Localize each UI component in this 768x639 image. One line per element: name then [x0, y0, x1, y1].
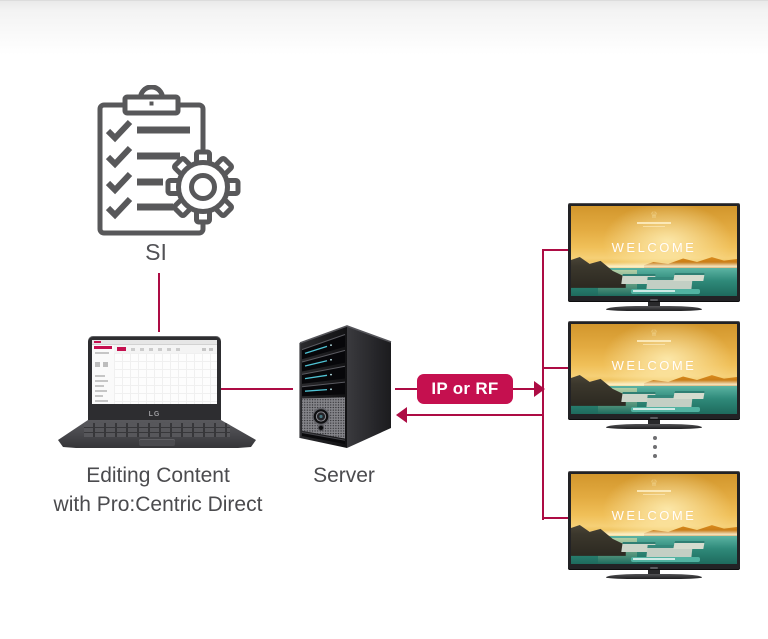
- editor-caption-line1: Editing Content: [86, 464, 230, 487]
- editor-canvas-grid: [114, 353, 217, 404]
- laptop-illustration: LG: [58, 332, 256, 450]
- laptop-keyboard: [84, 423, 230, 437]
- crown-icon: ♛: [649, 327, 659, 338]
- branch-connector-3: [544, 517, 570, 519]
- editor-sidebar: [92, 345, 115, 404]
- resort-building: [673, 391, 705, 400]
- tv-stand-base: [606, 424, 702, 429]
- tv-stand-neck: [648, 570, 660, 575]
- top-gradient-band: [0, 0, 768, 55]
- tv-3: ♛ WELCOME: [568, 471, 740, 579]
- tv-2: ♛ WELCOME: [568, 321, 740, 429]
- horizon-haze: [571, 261, 737, 270]
- welcome-text: WELCOME: [611, 240, 697, 256]
- branch-connector-1: [544, 249, 570, 251]
- badge-to-tvs-connector: [513, 388, 534, 390]
- horizon-haze: [571, 379, 737, 388]
- more-tvs-ellipsis-dot: [653, 454, 657, 458]
- tv-stand-neck: [648, 302, 660, 307]
- screen-footer-text-bar: [633, 407, 675, 410]
- laptop-touchpad: [139, 439, 175, 446]
- resort-building: [673, 273, 705, 282]
- resort-pool: [630, 406, 701, 413]
- screen-footer-text-bar: [633, 557, 675, 560]
- server-label: Server: [313, 464, 375, 487]
- branch-connector-2: [544, 367, 570, 369]
- crown-icon: ♛: [649, 477, 659, 488]
- transmission-badge: IP or RF: [417, 374, 513, 404]
- tv-bezel: ♛ WELCOME: [568, 321, 740, 420]
- tvs-to-server-return-line: [407, 414, 544, 416]
- tv-bezel: ♛ WELCOME: [568, 203, 740, 302]
- resort-pool: [630, 288, 701, 295]
- resort-building: [673, 541, 705, 550]
- laptop-screen: [92, 340, 217, 404]
- clipboard-gear-icon: [97, 85, 241, 236]
- si-to-laptop-connector: [158, 273, 160, 332]
- welcome-text: WELCOME: [611, 358, 697, 374]
- screen-footer-text-bar: [633, 289, 675, 292]
- tv-stand-base: [606, 574, 702, 579]
- laptop-logo: LG: [148, 411, 161, 418]
- tv-bezel: ♛ WELCOME: [568, 471, 740, 570]
- tv-screen: ♛ WELCOME: [571, 324, 737, 414]
- server-icon: [299, 325, 392, 448]
- editor-caption-line2: with Pro:Centric Direct: [53, 493, 263, 516]
- more-tvs-ellipsis-dot: [653, 445, 657, 449]
- return-arrow-icon: [396, 407, 407, 423]
- tv-screen: ♛ WELCOME: [571, 206, 737, 296]
- hotel-logo: ♛: [571, 209, 737, 227]
- distribution-trunk-line: [542, 249, 544, 520]
- hotel-logo: ♛: [571, 327, 737, 345]
- tv-stand-base: [606, 306, 702, 311]
- horizon-haze: [571, 529, 737, 538]
- server-to-badge-connector: [395, 388, 417, 390]
- crown-icon: ♛: [649, 209, 659, 220]
- forward-arrow-icon: [534, 381, 545, 397]
- welcome-text: WELCOME: [611, 508, 697, 524]
- hotel-logo: ♛: [571, 477, 737, 495]
- tv-stand-neck: [648, 420, 660, 425]
- laptop-lid: LG: [88, 336, 221, 420]
- laptop-base: [58, 420, 256, 448]
- laptop-to-server-connector: [221, 388, 293, 390]
- tv-1: ♛ WELCOME: [568, 203, 740, 311]
- more-tvs-ellipsis-dot: [653, 436, 657, 440]
- resort-pool: [630, 556, 701, 563]
- si-label: SI: [145, 239, 167, 265]
- tv-screen: ♛ WELCOME: [571, 474, 737, 564]
- editor-titlebar: [92, 340, 217, 345]
